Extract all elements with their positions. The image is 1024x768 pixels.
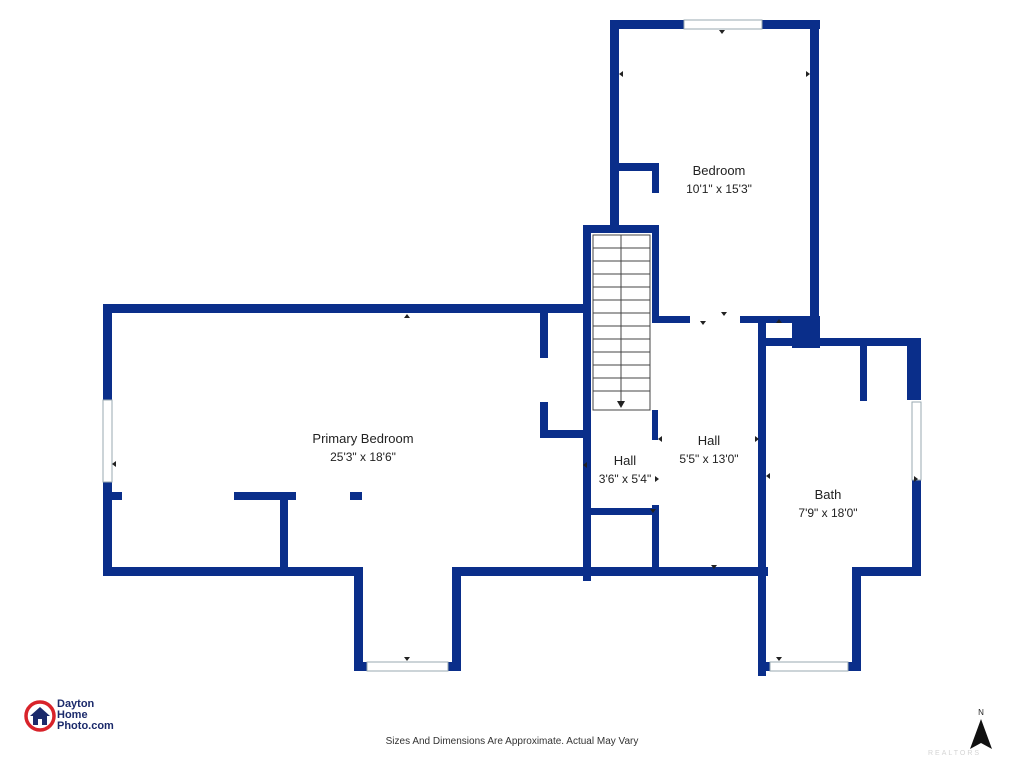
wall — [860, 346, 867, 401]
doorway — [652, 193, 659, 225]
wall — [103, 567, 363, 576]
house-logo-icon — [24, 700, 56, 732]
stairs — [592, 234, 651, 411]
window — [769, 661, 849, 672]
door-marker — [650, 509, 656, 513]
room-dimensions: 3'6" x 5'4" — [598, 472, 652, 486]
wall — [740, 316, 820, 323]
door-marker — [655, 476, 659, 482]
wall — [583, 225, 591, 581]
door-marker — [806, 71, 810, 77]
wall — [652, 410, 658, 440]
door-marker — [404, 657, 410, 661]
room-name: Primary Bedroom — [312, 431, 414, 446]
wall — [540, 402, 548, 438]
room-name: Bedroom — [692, 163, 746, 178]
wall — [583, 225, 658, 233]
wall — [452, 567, 461, 671]
door-marker — [776, 657, 782, 661]
door-marker — [719, 30, 725, 34]
wall — [103, 304, 591, 313]
wall — [350, 492, 362, 500]
wall — [652, 316, 690, 323]
wall — [591, 508, 652, 515]
brand-logo: Dayton Home Photo.com — [24, 698, 144, 738]
room-name: Hall — [613, 453, 637, 468]
logo-text: Dayton Home Photo.com — [57, 699, 114, 732]
north-label: N — [978, 708, 984, 717]
wall — [652, 163, 659, 193]
north-arrow-icon — [970, 719, 992, 749]
watermark-text: REALTORS — [928, 750, 982, 757]
logo-line: Dayton — [57, 698, 95, 710]
wall — [540, 430, 591, 438]
door-marker — [404, 314, 410, 318]
room-name: Bath — [814, 487, 842, 502]
wall — [234, 492, 296, 500]
window — [911, 401, 922, 481]
wall — [852, 567, 921, 576]
window — [366, 661, 449, 672]
door-marker — [766, 473, 770, 479]
wall — [810, 20, 819, 340]
window — [683, 19, 763, 30]
compass: N — [966, 708, 996, 756]
room-label-hall-large: Hall 5'5" x 13'0" — [668, 432, 750, 468]
wall — [652, 225, 659, 323]
room-label-bedroom: Bedroom 10'1" x 15'3" — [659, 162, 779, 198]
door-marker — [112, 461, 116, 467]
window — [102, 399, 113, 483]
wall — [758, 338, 920, 346]
wall — [280, 492, 288, 568]
door-marker — [914, 476, 918, 482]
doorway — [540, 358, 548, 402]
doorway — [122, 493, 234, 499]
wall — [540, 313, 548, 358]
door-marker — [583, 462, 587, 468]
room-dimensions: 10'1" x 15'3" — [686, 182, 752, 196]
door-marker — [619, 71, 623, 77]
room-name: Hall — [697, 433, 721, 448]
logo-line: Home — [57, 709, 88, 721]
wall — [652, 505, 659, 575]
walls — [103, 20, 921, 676]
stair-arrow — [617, 401, 625, 408]
wall — [758, 316, 766, 676]
room-label-hall-small: Hall 3'6" x 5'4" — [585, 452, 665, 488]
room-dimensions: 25'3" x 18'6" — [330, 450, 396, 464]
doorway — [690, 316, 740, 323]
doorway — [296, 493, 350, 499]
wall — [912, 480, 921, 576]
door-markers — [112, 30, 918, 661]
disclaimer-text: Sizes And Dimensions Are Approximate. Ac… — [385, 736, 639, 747]
door-marker — [658, 436, 662, 442]
wall — [852, 567, 861, 671]
room-dimensions: 7'9" x 18'0" — [798, 506, 858, 520]
room-dimensions: 5'5" x 13'0" — [679, 452, 739, 466]
room-label-bath: Bath 7'9" x 18'0" — [783, 486, 873, 522]
wall — [354, 567, 363, 671]
wall — [907, 338, 921, 400]
door-marker — [776, 319, 782, 323]
door-marker — [755, 436, 759, 442]
windows — [102, 19, 922, 672]
door-marker — [700, 321, 706, 325]
wall — [619, 163, 659, 171]
wall — [452, 567, 768, 576]
door-marker — [711, 565, 717, 569]
room-label-primary-bedroom: Primary Bedroom 25'3" x 18'6" — [283, 430, 443, 466]
open-gaps — [122, 193, 740, 499]
wall — [112, 492, 122, 500]
door-marker — [721, 312, 727, 316]
logo-line: Photo.com — [57, 720, 114, 732]
wall — [610, 20, 619, 230]
